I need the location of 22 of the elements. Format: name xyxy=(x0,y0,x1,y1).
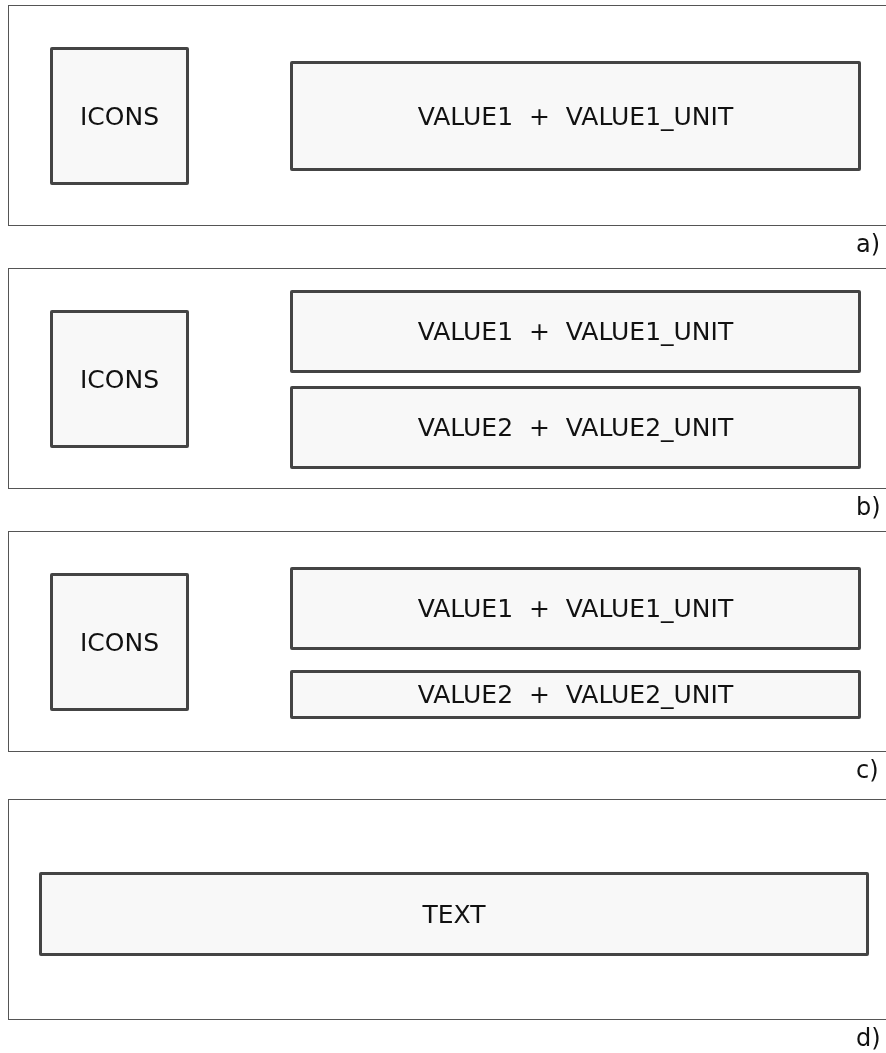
box-label: ICONS xyxy=(79,364,160,394)
box-label: ICONS xyxy=(79,101,160,131)
content-box xyxy=(290,290,861,373)
content-box xyxy=(290,61,861,171)
content-box xyxy=(290,567,861,650)
content-box xyxy=(50,573,189,711)
box-label: VALUE1 + VALUE1_UNIT xyxy=(417,594,734,623)
box-label: VALUE2 + VALUE2_UNIT xyxy=(417,680,734,709)
content-box xyxy=(50,47,189,185)
panel-label: d) xyxy=(856,1024,881,1052)
panel-label: b) xyxy=(856,493,881,521)
panel-label: a) xyxy=(856,230,881,258)
box-label: VALUE1 + VALUE1_UNIT xyxy=(417,317,734,346)
content-box xyxy=(290,386,861,469)
panel-label: c) xyxy=(856,756,879,784)
content-box xyxy=(39,872,869,956)
box-label: TEXT xyxy=(422,899,486,929)
box-label: VALUE2 + VALUE2_UNIT xyxy=(417,413,734,442)
content-box xyxy=(50,310,189,448)
content-box xyxy=(290,670,861,719)
box-label: VALUE1 + VALUE1_UNIT xyxy=(417,101,734,131)
box-label: ICONS xyxy=(79,627,160,657)
